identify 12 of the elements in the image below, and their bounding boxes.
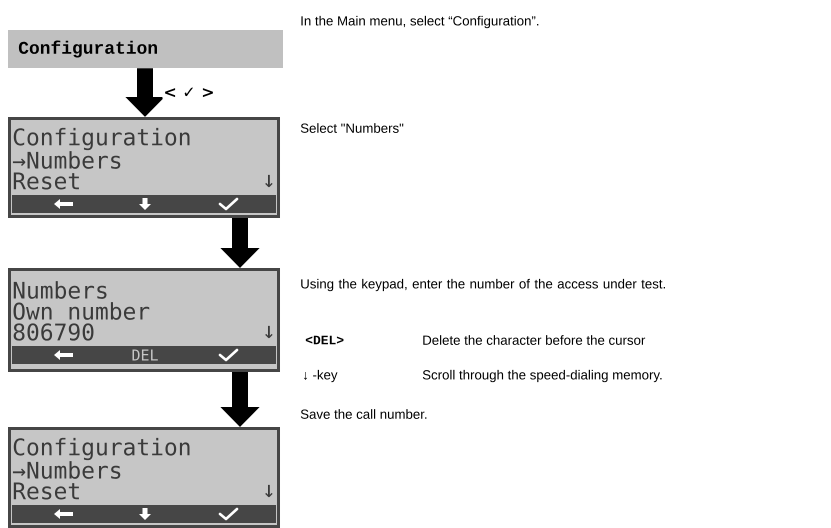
key-label: < ✓ >: [165, 88, 213, 98]
key-name: ↓ -key: [304, 370, 338, 382]
node-label: DEL: [132, 350, 158, 360]
softkey-bar: DEL: [12, 346, 276, 364]
instruction-text: In the Main menu, select “Configuration”.: [301, 16, 538, 28]
instruction-text: Save the call number.: [300, 409, 426, 419]
key-description: Delete the character before the cursor: [423, 335, 646, 345]
menu-header-bar: Configuration: [8, 30, 283, 68]
key-description: Scroll through the speed-dialing memory.: [422, 370, 662, 382]
instruction-text: Using the keypad, enter the number of the access under test.: [301, 278, 665, 292]
instruction-text: Select "Numbers": [300, 123, 404, 133]
key-name: <DEL>: [306, 336, 344, 344]
